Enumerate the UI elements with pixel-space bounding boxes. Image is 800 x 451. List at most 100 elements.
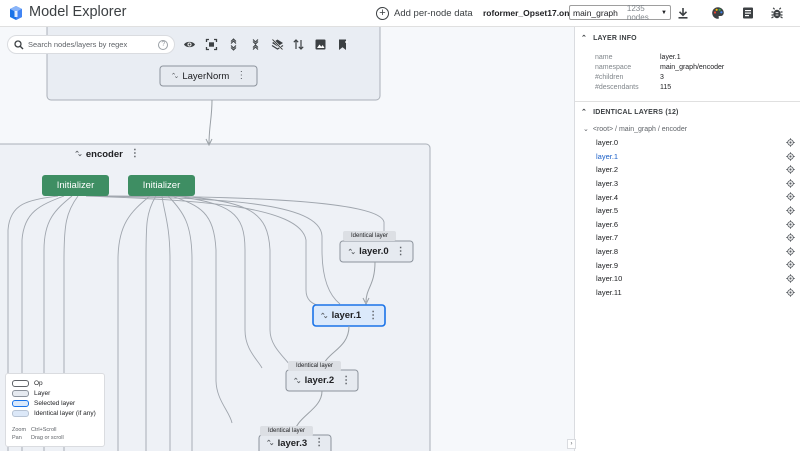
locate-icon[interactable] bbox=[786, 274, 795, 283]
visibility-button[interactable] bbox=[182, 37, 197, 52]
identical-layer-item[interactable]: layer.7 bbox=[596, 231, 800, 245]
add-per-node-data-button[interactable]: + Add per-node data bbox=[376, 6, 473, 21]
locate-icon[interactable] bbox=[786, 192, 795, 202]
expand-icon[interactable]: ⌃⌄ bbox=[265, 440, 275, 447]
identical-layer-item[interactable]: layer.3 bbox=[596, 177, 800, 191]
locate-icon[interactable] bbox=[786, 138, 795, 147]
fit-view-button[interactable] bbox=[204, 37, 219, 52]
legend-op: Op bbox=[12, 378, 98, 388]
more-options-icon[interactable]: ⋮ bbox=[129, 148, 140, 159]
layers-clear-icon bbox=[271, 38, 283, 51]
identical-layer-label: layer.3 bbox=[596, 179, 619, 189]
layer-0-label-group[interactable]: ⌃⌄ layer.0 ⋮ bbox=[340, 241, 413, 262]
info-value: main_graph/encoder bbox=[660, 63, 725, 71]
expand-icon[interactable]: ⌃⌄ bbox=[170, 73, 180, 80]
locate-icon[interactable] bbox=[786, 219, 795, 229]
swap-vert-icon bbox=[293, 39, 305, 50]
layernorm-node[interactable] bbox=[159, 65, 258, 87]
bookmark-button[interactable] bbox=[335, 37, 350, 52]
palette-icon[interactable] bbox=[711, 6, 725, 20]
collapse-all-button[interactable] bbox=[248, 37, 263, 52]
identical-layer-item[interactable]: layer.10 bbox=[596, 272, 800, 286]
locate-icon[interactable] bbox=[786, 233, 795, 242]
initializer-node-2[interactable] bbox=[128, 175, 195, 196]
legend-swatch bbox=[12, 379, 29, 387]
download-icon[interactable] bbox=[676, 6, 690, 20]
more-options-icon[interactable]: ⋮ bbox=[341, 374, 352, 386]
layernorm-node-label[interactable]: ⌃⌄ LayerNorm ⋮ bbox=[160, 66, 257, 86]
breadcrumb-text: <root> / main_graph / encoder bbox=[592, 125, 688, 133]
locate-icon[interactable] bbox=[786, 287, 795, 297]
layer-2-label-group[interactable]: ⌃⌄ layer.2 ⋮ bbox=[286, 370, 358, 391]
info-row-name: name layer.1 bbox=[595, 52, 795, 62]
zoom-label: Zoom bbox=[12, 427, 27, 433]
identical-layer-item[interactable]: layer.11 bbox=[596, 286, 800, 300]
identical-layer-item[interactable]: layer.4 bbox=[596, 190, 800, 204]
more-options-icon[interactable]: ⋮ bbox=[395, 245, 406, 257]
edge-arrow bbox=[205, 138, 213, 147]
graph-canvas[interactable]: ? bbox=[0, 27, 574, 451]
identical-layer-item[interactable]: layer.5 bbox=[596, 204, 800, 218]
identical-layer-item[interactable]: layer.0 bbox=[596, 136, 800, 150]
layernorm-label: LayerNorm bbox=[182, 70, 230, 82]
info-value: 115 bbox=[660, 83, 672, 91]
locate-icon[interactable] bbox=[786, 151, 795, 161]
help-icon[interactable]: ? bbox=[158, 39, 169, 50]
namespace-breadcrumb[interactable]: ⌄ <root> / main_graph / encoder bbox=[583, 125, 688, 134]
collapse-icon[interactable]: ⌃⌄ bbox=[74, 151, 83, 158]
initializer-label-1[interactable]: Initializer bbox=[56, 180, 95, 191]
initializer-node-1[interactable] bbox=[42, 175, 109, 196]
more-options-icon[interactable]: ⋮ bbox=[314, 437, 325, 448]
info-value: layer.1 bbox=[660, 53, 681, 61]
identical-layer-item[interactable]: layer.2 bbox=[596, 163, 800, 177]
expand-icon[interactable]: ⌃⌄ bbox=[347, 248, 356, 256]
identical-layer-label: layer.8 bbox=[596, 247, 619, 257]
collapse-panel-button[interactable]: › bbox=[567, 439, 576, 449]
snapshot-button[interactable] bbox=[313, 37, 328, 52]
info-row-namespace: namespace main_graph/encoder bbox=[595, 62, 795, 72]
bookmark-icon bbox=[339, 39, 349, 50]
legend-identical-layer: Identical layer (if any) bbox=[12, 408, 98, 418]
identical-layer-badge: Identical layer bbox=[267, 428, 306, 434]
locate-icon[interactable] bbox=[786, 260, 795, 270]
layer-3-badge-bg bbox=[260, 426, 313, 436]
expand-icon[interactable]: ⌃⌄ bbox=[319, 312, 329, 320]
info-row-children: #children 3 bbox=[595, 72, 795, 82]
hide-layers-button[interactable] bbox=[270, 37, 285, 52]
locate-icon[interactable] bbox=[786, 247, 795, 256]
info-key: #descendants bbox=[595, 83, 639, 91]
notes-icon[interactable] bbox=[741, 6, 755, 20]
search-icon bbox=[14, 39, 24, 49]
identical-layers-header[interactable]: ⌃ IDENTICAL LAYERS (12) bbox=[581, 108, 679, 117]
layer-2-label: layer.2 bbox=[304, 375, 335, 386]
layer-info-header[interactable]: ⌃ LAYER INFO bbox=[581, 34, 637, 43]
encoder-group-label[interactable]: ⌃⌄ encoder ⋮ bbox=[62, 147, 152, 161]
layer-1-label-group[interactable]: ⌃⌄ layer.1 ⋮ bbox=[313, 305, 385, 326]
more-options-icon[interactable]: ⋮ bbox=[236, 70, 247, 81]
expand-icon[interactable]: ⌃⌄ bbox=[292, 377, 302, 385]
initializer-label-2[interactable]: Initializer bbox=[142, 180, 181, 191]
image-icon bbox=[315, 39, 326, 50]
flip-direction-button[interactable] bbox=[292, 37, 307, 52]
dropdown-arrow-icon: ▼ bbox=[661, 9, 667, 16]
locate-icon[interactable] bbox=[786, 165, 795, 174]
expand-all-button[interactable] bbox=[226, 37, 241, 52]
identical-layer-item[interactable]: layer.6 bbox=[596, 218, 800, 232]
side-panel: › ⌃ LAYER INFO name layer.1 namespace ma… bbox=[567, 27, 800, 451]
locate-icon[interactable] bbox=[786, 206, 795, 215]
graph-node-count: 1235 nodes bbox=[626, 3, 649, 22]
locate-icon[interactable] bbox=[786, 179, 795, 188]
chevron-up-icon: ⌃ bbox=[581, 109, 588, 116]
graph-select[interactable]: main_graph 1235 nodes ▼ bbox=[569, 3, 671, 22]
legend-swatch bbox=[12, 399, 29, 407]
layer-3-label-group[interactable]: ⌃⌄ layer.3 ⋮ bbox=[259, 435, 331, 451]
identical-layer-item[interactable]: layer.9 bbox=[596, 258, 800, 272]
bug-icon[interactable] bbox=[770, 6, 784, 20]
search-input[interactable] bbox=[28, 40, 148, 49]
more-options-icon[interactable]: ⋮ bbox=[368, 309, 379, 321]
identical-layer-item[interactable]: layer.1 bbox=[596, 150, 800, 164]
identical-layer-item[interactable]: layer.8 bbox=[596, 245, 800, 259]
info-row-descendants: #descendants 115 bbox=[595, 82, 795, 92]
search-box[interactable]: ? bbox=[7, 35, 176, 54]
info-key: #children bbox=[595, 73, 624, 81]
